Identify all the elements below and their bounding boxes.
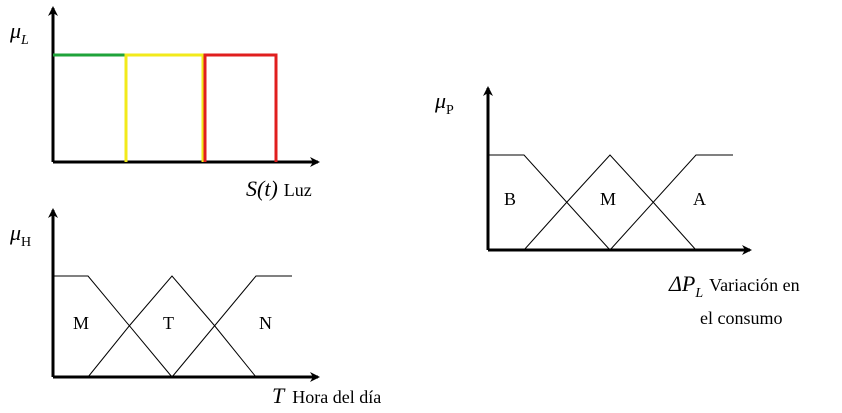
- light-x-axis-label: S(t) Luz: [246, 176, 312, 201]
- light-set-mid: [124, 53, 205, 162]
- power-x-label-text-line1: Variación en: [709, 275, 799, 295]
- power-set-label-m: M: [600, 189, 616, 209]
- hour-x-label-math: T: [272, 383, 286, 408]
- power-x-axis-label-line1: ΔPL Variación en: [668, 271, 800, 301]
- hour-set-label-m: M: [73, 313, 89, 333]
- light-y-axis-label: μL: [9, 18, 29, 48]
- hour-membership-chart: μH M T N T Hora del día: [9, 208, 381, 408]
- hour-x-label-text: Hora del día: [292, 387, 381, 407]
- power-set-label-a: A: [693, 189, 706, 209]
- power-set-label-b: B: [504, 189, 516, 209]
- light-set-high: [203, 53, 278, 162]
- hour-x-axis-label: T Hora del día: [272, 383, 381, 408]
- power-x-axis-label-line2: el consumo: [700, 308, 783, 328]
- power-set-high: [609, 154, 733, 251]
- power-x-label-math-main: ΔP: [668, 271, 695, 296]
- light-x-label-text: Luz: [284, 180, 312, 200]
- hour-set-afternoon: [87, 275, 257, 378]
- power-membership-chart: μP B M A ΔPL Variación en el consumo: [434, 86, 800, 328]
- light-y-label-sub: L: [20, 33, 29, 48]
- light-x-label-math: S(t): [246, 176, 278, 201]
- light-membership-chart: μL S(t) Luz: [9, 6, 320, 201]
- light-y-label-main: μ: [9, 18, 21, 43]
- hour-set-label-n: N: [259, 313, 272, 333]
- power-y-label-sub: P: [446, 103, 454, 118]
- hour-set-morning: [53, 275, 173, 378]
- power-y-axis-label: μP: [434, 88, 454, 118]
- hour-y-axis-label: μH: [9, 220, 31, 250]
- hour-y-label-sub: H: [21, 235, 31, 250]
- hour-set-night: [171, 275, 292, 378]
- power-set-medium: [523, 154, 697, 251]
- power-x-label-math-sub: L: [694, 286, 703, 301]
- power-set-low: [488, 154, 611, 251]
- hour-y-label-main: μ: [9, 220, 21, 245]
- hour-set-label-t: T: [163, 313, 174, 333]
- light-set-low: [53, 53, 128, 162]
- power-y-label-main: μ: [434, 88, 446, 113]
